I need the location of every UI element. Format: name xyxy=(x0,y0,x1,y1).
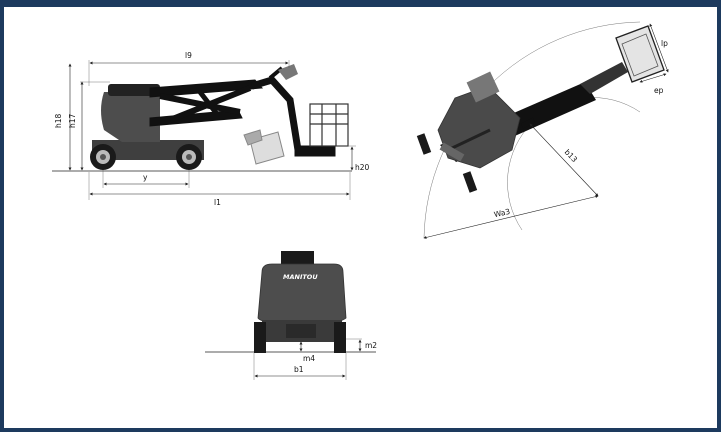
top-view: lp ep b13 Wa3 xyxy=(416,21,669,239)
label-b13: b13 xyxy=(563,147,580,164)
label-y: y xyxy=(143,173,148,182)
label-wa3: Wa3 xyxy=(493,207,511,219)
side-platform xyxy=(309,103,349,147)
rear-wheel-right xyxy=(334,322,346,353)
side-view: l9 h18 h17 h20 y l1 xyxy=(52,51,370,207)
label-h20: h20 xyxy=(355,163,370,172)
label-m2: m2 xyxy=(365,341,377,350)
label-m4: m4 xyxy=(303,354,315,363)
label-lp: lp xyxy=(661,39,668,48)
top-wheel-2 xyxy=(462,171,478,193)
rear-wheel-left xyxy=(254,322,266,353)
label-h18: h18 xyxy=(54,113,63,128)
side-body xyxy=(101,92,160,142)
label-b1: b1 xyxy=(294,365,304,374)
top-wheel-1 xyxy=(416,133,432,155)
label-ep: ep xyxy=(654,86,664,95)
side-ghost-basket xyxy=(243,129,285,165)
brand-logo: MANITOU xyxy=(283,273,318,281)
side-chassis xyxy=(92,140,204,160)
top-body xyxy=(437,71,521,169)
side-wheel-rear xyxy=(90,144,116,170)
label-l9: l9 xyxy=(185,51,192,60)
rear-view: MANITOU m2 m4 b1 xyxy=(205,251,377,380)
label-h17: h17 xyxy=(68,113,77,128)
side-wheel-front xyxy=(176,144,202,170)
label-l1: l1 xyxy=(214,198,221,207)
